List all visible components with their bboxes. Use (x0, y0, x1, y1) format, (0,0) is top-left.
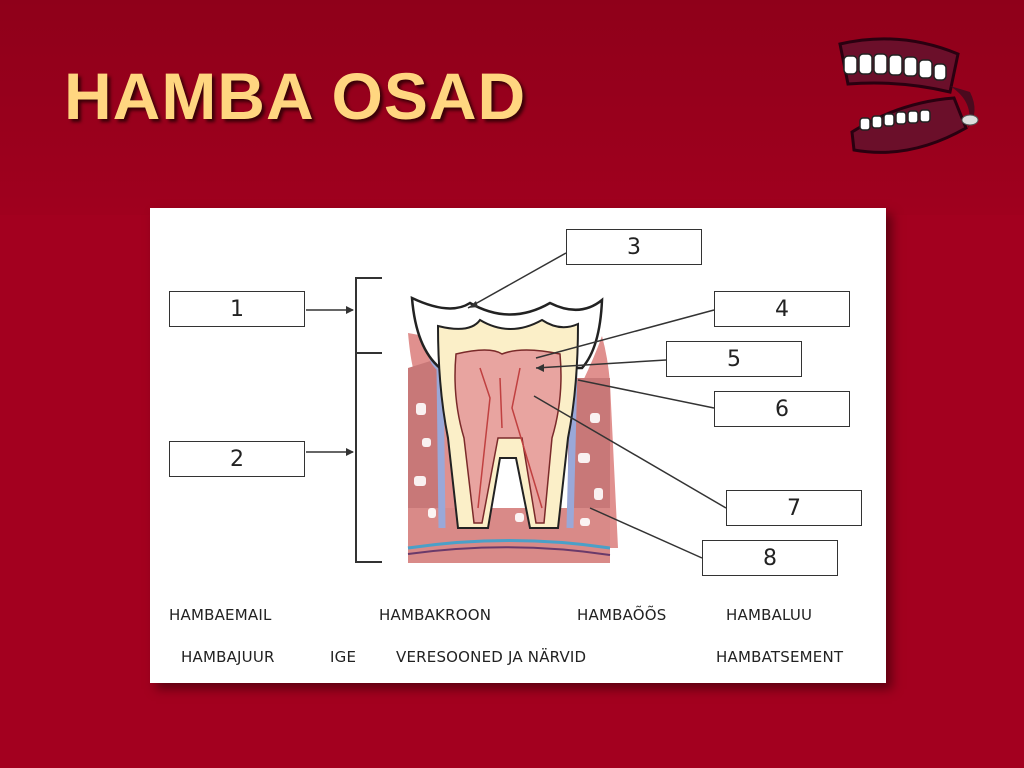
label-box-4: 4 (714, 291, 850, 327)
label-box-6: 6 (714, 391, 850, 427)
label-box-7: 7 (726, 490, 862, 526)
slide-title: HAMBA OSAD (64, 59, 527, 133)
term-veresooned-ja-narvid: VERESOONED JA NÄRVID (396, 648, 587, 666)
term-hambaluu: HAMBALUU (726, 606, 813, 624)
gum-and-bone (407, 333, 618, 563)
term-hambaemail: HAMBAEMAIL (169, 606, 272, 624)
label-box-3: 3 (566, 229, 702, 265)
brackets (355, 277, 382, 563)
label-box-8: 8 (702, 540, 838, 576)
diagram-panel: 1 2 3 4 5 6 7 8 HAMBAEMAIL HAMBAKROON HA… (150, 208, 886, 683)
term-hambaoos: HAMBAÕÕS (577, 606, 667, 624)
label-box-2: 2 (169, 441, 305, 477)
label-box-1: 1 (169, 291, 305, 327)
tooth-diagram (306, 252, 727, 563)
term-hambakroon: HAMBAKROON (379, 606, 492, 624)
term-hambajuur: HAMBAJUUR (181, 648, 275, 666)
label-box-5: 5 (666, 341, 802, 377)
term-hambatsement: HAMBATSEMENT (716, 648, 844, 666)
leader-lines (306, 252, 727, 559)
false-teeth-icon (838, 37, 979, 154)
term-ige: IGE (330, 648, 357, 666)
vessels-and-nerves (477, 367, 543, 509)
arrowheads (346, 301, 544, 456)
title-band (0, 0, 1024, 215)
